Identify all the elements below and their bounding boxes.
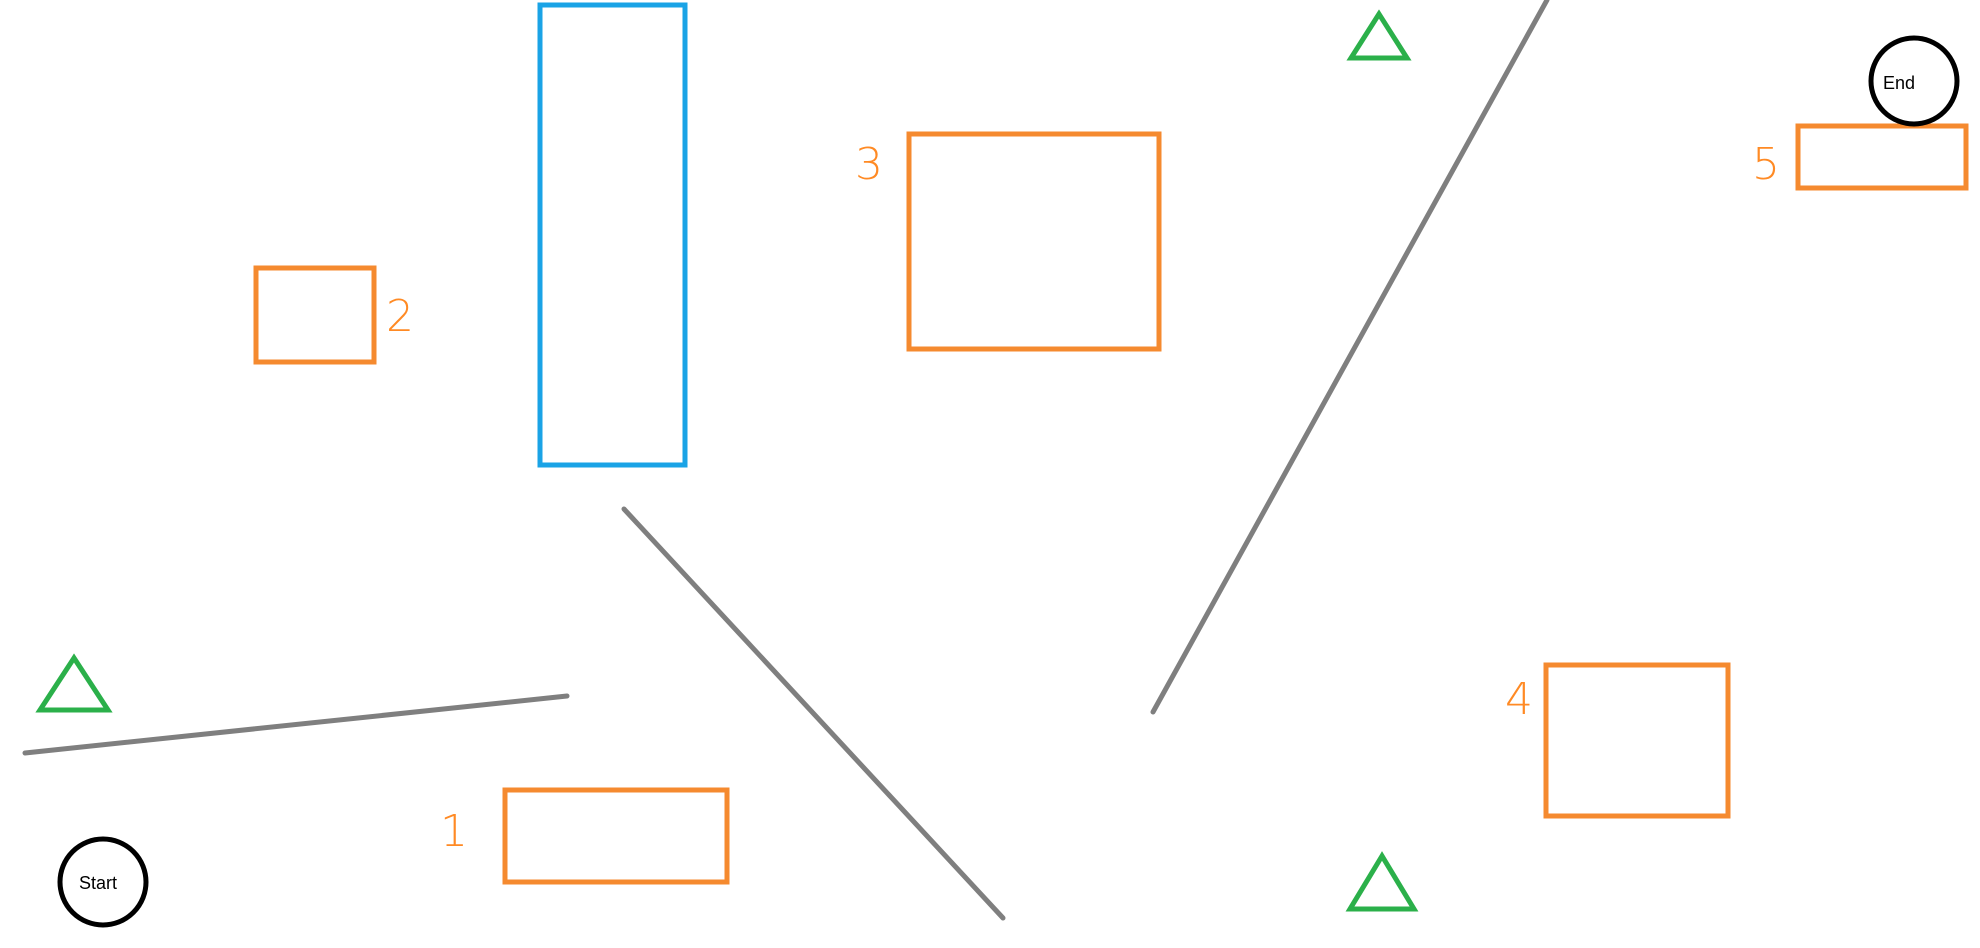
orange-box-2	[253, 265, 377, 365]
green-triangle-top	[1346, 9, 1412, 61]
start-circle	[57, 836, 149, 928]
box-number-3: 3	[855, 139, 883, 190]
end-circle	[1868, 35, 1960, 127]
gray-line-middle	[621, 506, 1006, 921]
end-label: End	[1883, 73, 1915, 93]
start-label: Start	[79, 873, 117, 893]
gray-line-right	[1150, 0, 1550, 715]
orange-box-1	[502, 787, 730, 885]
orange-box-5	[1795, 123, 1969, 191]
box-number-1: 1	[440, 806, 468, 857]
start-node: Start	[57, 836, 149, 928]
box-number-5: 5	[1752, 139, 1780, 190]
green-triangle-bottom	[1345, 851, 1419, 912]
box-number-2: 2	[386, 291, 414, 342]
blue-rectangle	[537, 2, 688, 468]
orange-box-4	[1543, 662, 1731, 819]
orange-box-3	[906, 131, 1162, 352]
end-node: End	[1868, 35, 1960, 127]
green-triangle-left	[35, 653, 113, 713]
gray-line-left	[22, 693, 570, 756]
box-number-4: 4	[1505, 674, 1533, 725]
